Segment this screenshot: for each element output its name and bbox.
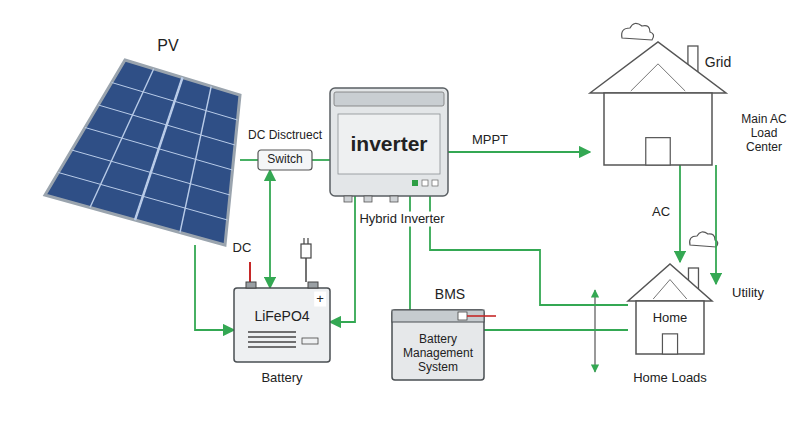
house-roof [628,264,712,301]
panel-frame [45,60,240,245]
cable-gland [344,196,352,202]
cell-line [135,78,183,221]
power-connector [195,245,234,330]
power-connector [430,196,628,305]
node-label: BMS [433,286,467,302]
node-caption: Battery Management System [396,333,480,374]
power-connector [240,159,258,161]
house-door [646,138,670,165]
bms-unit: BMSBattery Management System [392,310,484,380]
gable [653,280,687,299]
node-caption: Home Loads [631,371,709,386]
battery-stripe [248,346,296,347]
plug-pin [307,238,308,244]
node-label: inverter [350,132,427,156]
plug-pin [303,238,304,244]
battery-stripe [248,336,296,337]
terminal-mark: + [314,292,326,307]
battery-terminal [308,282,318,288]
cell-line [135,78,183,221]
home-house: HomeHome Loads [628,262,712,354]
flow-arrow-symbol [594,290,595,372]
disconnect-switch: DC DisctruectSwitch [258,150,312,170]
plug-icon [301,244,311,258]
edge-label: MPPT [470,133,510,148]
gable [631,64,685,91]
node-caption: Switch [267,153,302,167]
cloud-icon [690,232,718,247]
battery-body [234,288,330,362]
status-led [412,180,418,186]
inverter-face [338,114,440,174]
cable-gland [364,196,372,202]
status-led [432,180,438,186]
power-connector [484,329,628,331]
house-outline [628,262,712,354]
bms-body [392,310,484,380]
node-label: PV [157,37,178,55]
node-caption: Battery [259,371,304,386]
node-label: Grid [703,54,733,70]
node-label: DC Disctruect [246,129,324,143]
cloud-icon [622,23,654,40]
inverter-top-band [334,92,444,106]
plug-lead [305,258,307,282]
bms-lead-wire [467,315,496,317]
node-label: Home [653,311,688,326]
dc-lead-wire [249,262,251,282]
node-caption: Hybrid Inverter [357,212,446,227]
cable-gland [390,196,398,202]
status-led [422,180,428,186]
house-wall [604,93,712,165]
power-connector [312,159,330,161]
power-connector [448,151,590,153]
grid-load-center: GridMain AC Load Center [590,40,726,165]
inverter-body [330,88,448,196]
power-connector [269,170,271,288]
power-connector [679,165,681,262]
utility-label: Utility [730,286,766,301]
bms-terminal [458,312,467,320]
node-caption: Main AC Load Center [730,113,798,154]
switch-box [258,150,312,170]
solar-panel: PV [40,60,240,245]
utility-feed-line [715,165,717,284]
battery-stripe [248,331,296,332]
house-door [662,334,677,354]
battery-gauge [302,338,318,344]
power-connector [330,196,355,322]
battery-terminal [246,282,256,288]
node-label: LiFePO4 [254,308,309,324]
house-wall [636,301,704,354]
panel-outline [40,60,240,245]
edge-label: AC [650,205,672,220]
hybrid-inverter: inverterHybrid Inverter [330,88,448,196]
battery-stripe [248,341,296,342]
dc-label: DC [231,241,254,256]
